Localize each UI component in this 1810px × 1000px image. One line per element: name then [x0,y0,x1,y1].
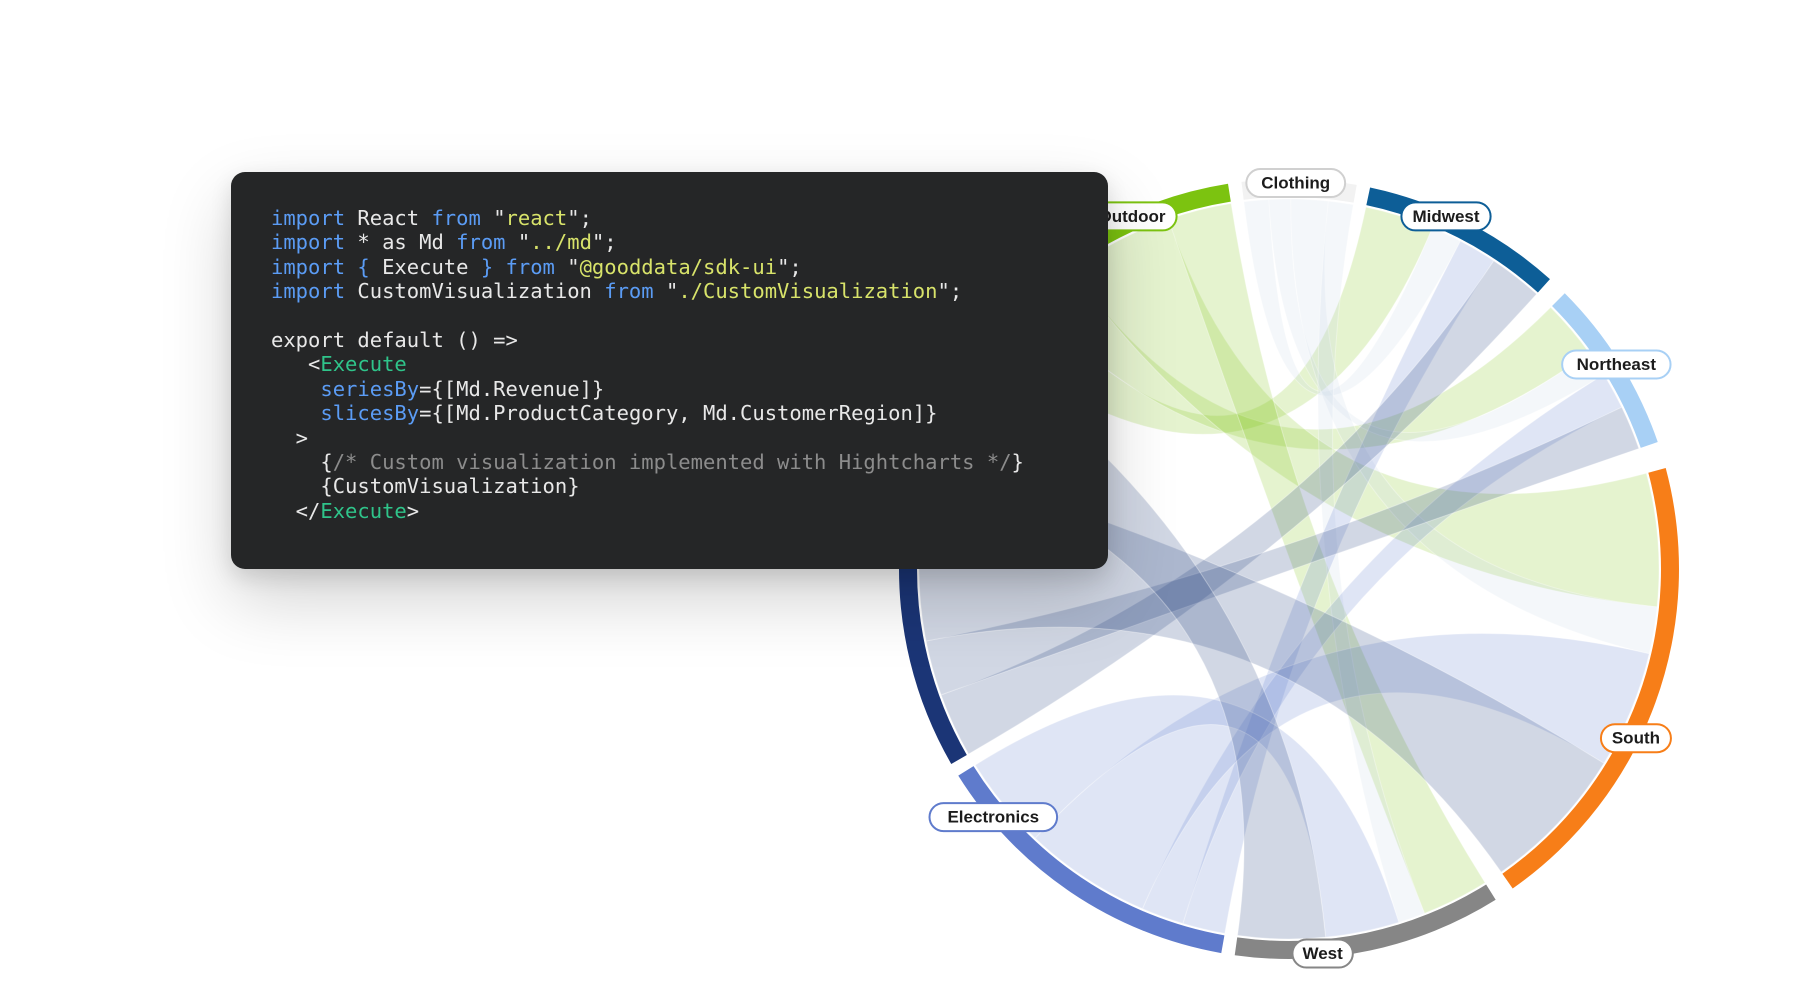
code-token: Execute [320,498,407,523]
code-window: import React from "react";import * as Md… [231,172,1108,569]
chord-label-text: Clothing [1261,174,1330,193]
chord-label-text: West [1302,944,1343,963]
code-token: React [345,206,432,230]
code-line: {CustomVisualization} [271,474,1068,498]
code-line: import * as Md from "../md"; [271,230,1068,254]
code-token: from [431,206,481,230]
chord-label-text: Outdoor [1098,207,1165,226]
code-token: slicesBy [320,401,420,426]
code-token: from [456,230,506,255]
code-token: "; [777,254,802,279]
code-token: " [653,279,679,304]
code-line [271,304,1068,328]
chord-label-clothing: Clothing [1245,168,1347,199]
chord-label-electronics: Electronics [928,802,1059,833]
chord-label-text: South [1612,729,1660,748]
code-line: seriesBy={[Md.Revenue]} [271,377,1068,401]
code-token: " [505,230,531,255]
chord-label-south: South [1599,723,1672,754]
code-token: < [271,352,321,377]
code-token: CustomVisualization [345,279,605,304]
chord-ribbon [925,406,1640,696]
chord-ribbon [1182,240,1495,934]
code-token: import [271,230,346,255]
code-token: from [604,279,654,304]
chord-label-midwest: Midwest [1400,201,1492,232]
chord-ribbon [940,260,1538,755]
code-token: {CustomVisualization} [271,474,580,499]
code-token: "; [937,279,963,304]
chord-label-pill [1561,349,1672,380]
code-token: ={[Md.ProductCategory, Md.CustomerRegion… [419,401,938,426]
chord-label-west: West [1291,938,1354,969]
chord-label-pill [1400,201,1492,232]
chord-ribbon [1167,202,1486,914]
chord-arc-west [1234,884,1496,959]
code-token [271,401,320,425]
code-token [271,377,320,401]
code-token: { [271,449,333,474]
chord-label-text: Northeast [1577,355,1657,374]
code-token: Execute [320,352,407,377]
code-token: > [271,425,309,450]
code-token: /* Custom visualization implemented with… [332,449,1012,474]
code-token: { [345,254,383,279]
chord-label-text: Midwest [1412,207,1479,226]
code-token: ={[Md.Revenue]} [419,376,605,401]
code-token: " [493,206,506,230]
code-token: " [554,254,580,279]
chord-label-pill [1599,723,1672,754]
code-block: import React from "react";import * as Md… [271,206,1068,523]
code-token [481,206,493,230]
code-token: from [505,254,555,279]
code-line: import React from "react"; [271,206,1068,230]
code-token: ../md [530,230,592,255]
chord-label-pill [1245,168,1347,199]
chord-arc-electronics [958,766,1225,954]
chord-label-pill [1291,938,1354,969]
chord-label-text: Electronics [947,808,1039,827]
code-line: > [271,426,1068,450]
code-token: export default () => [271,327,518,352]
code-token: "; [567,206,592,230]
code-token: @gooddata/sdk-ui [579,254,778,279]
code-token: import [271,279,346,304]
code-line: slicesBy={[Md.ProductCategory, Md.Custom… [271,401,1068,425]
code-token: ./CustomVisualization [678,279,938,304]
code-token: "; [591,230,617,255]
chord-label-northeast: Northeast [1561,349,1672,380]
chord-ribbon [1317,200,1426,923]
code-line: import CustomVisualization from "./Custo… [271,279,1068,303]
chord-ribbon [1031,268,1590,451]
chord-arc-south [1502,468,1680,889]
code-line: {/* Custom visualization implemented wit… [271,450,1068,474]
code-token: import [271,254,346,279]
code-token: } [1011,449,1024,474]
code-token: seriesBy [320,376,420,401]
chord-ribbon [1070,218,1660,608]
chord-ribbon [974,694,1400,938]
code-line: import { Execute } from "@gooddata/sdk-u… [271,255,1068,279]
code-token: import [271,206,346,230]
code-token: > [406,498,420,523]
code-token: * as Md [345,230,457,255]
chord-ribbon [1290,198,1658,655]
code-line: export default () => [271,328,1068,352]
code-line: <Execute [271,352,1068,376]
chord-label-pill [928,802,1059,833]
code-token: Execute [382,254,469,279]
code-token: } [468,254,506,279]
code-line: </Execute> [271,499,1068,523]
code-token: </ [271,498,321,523]
code-token: react [505,206,568,230]
